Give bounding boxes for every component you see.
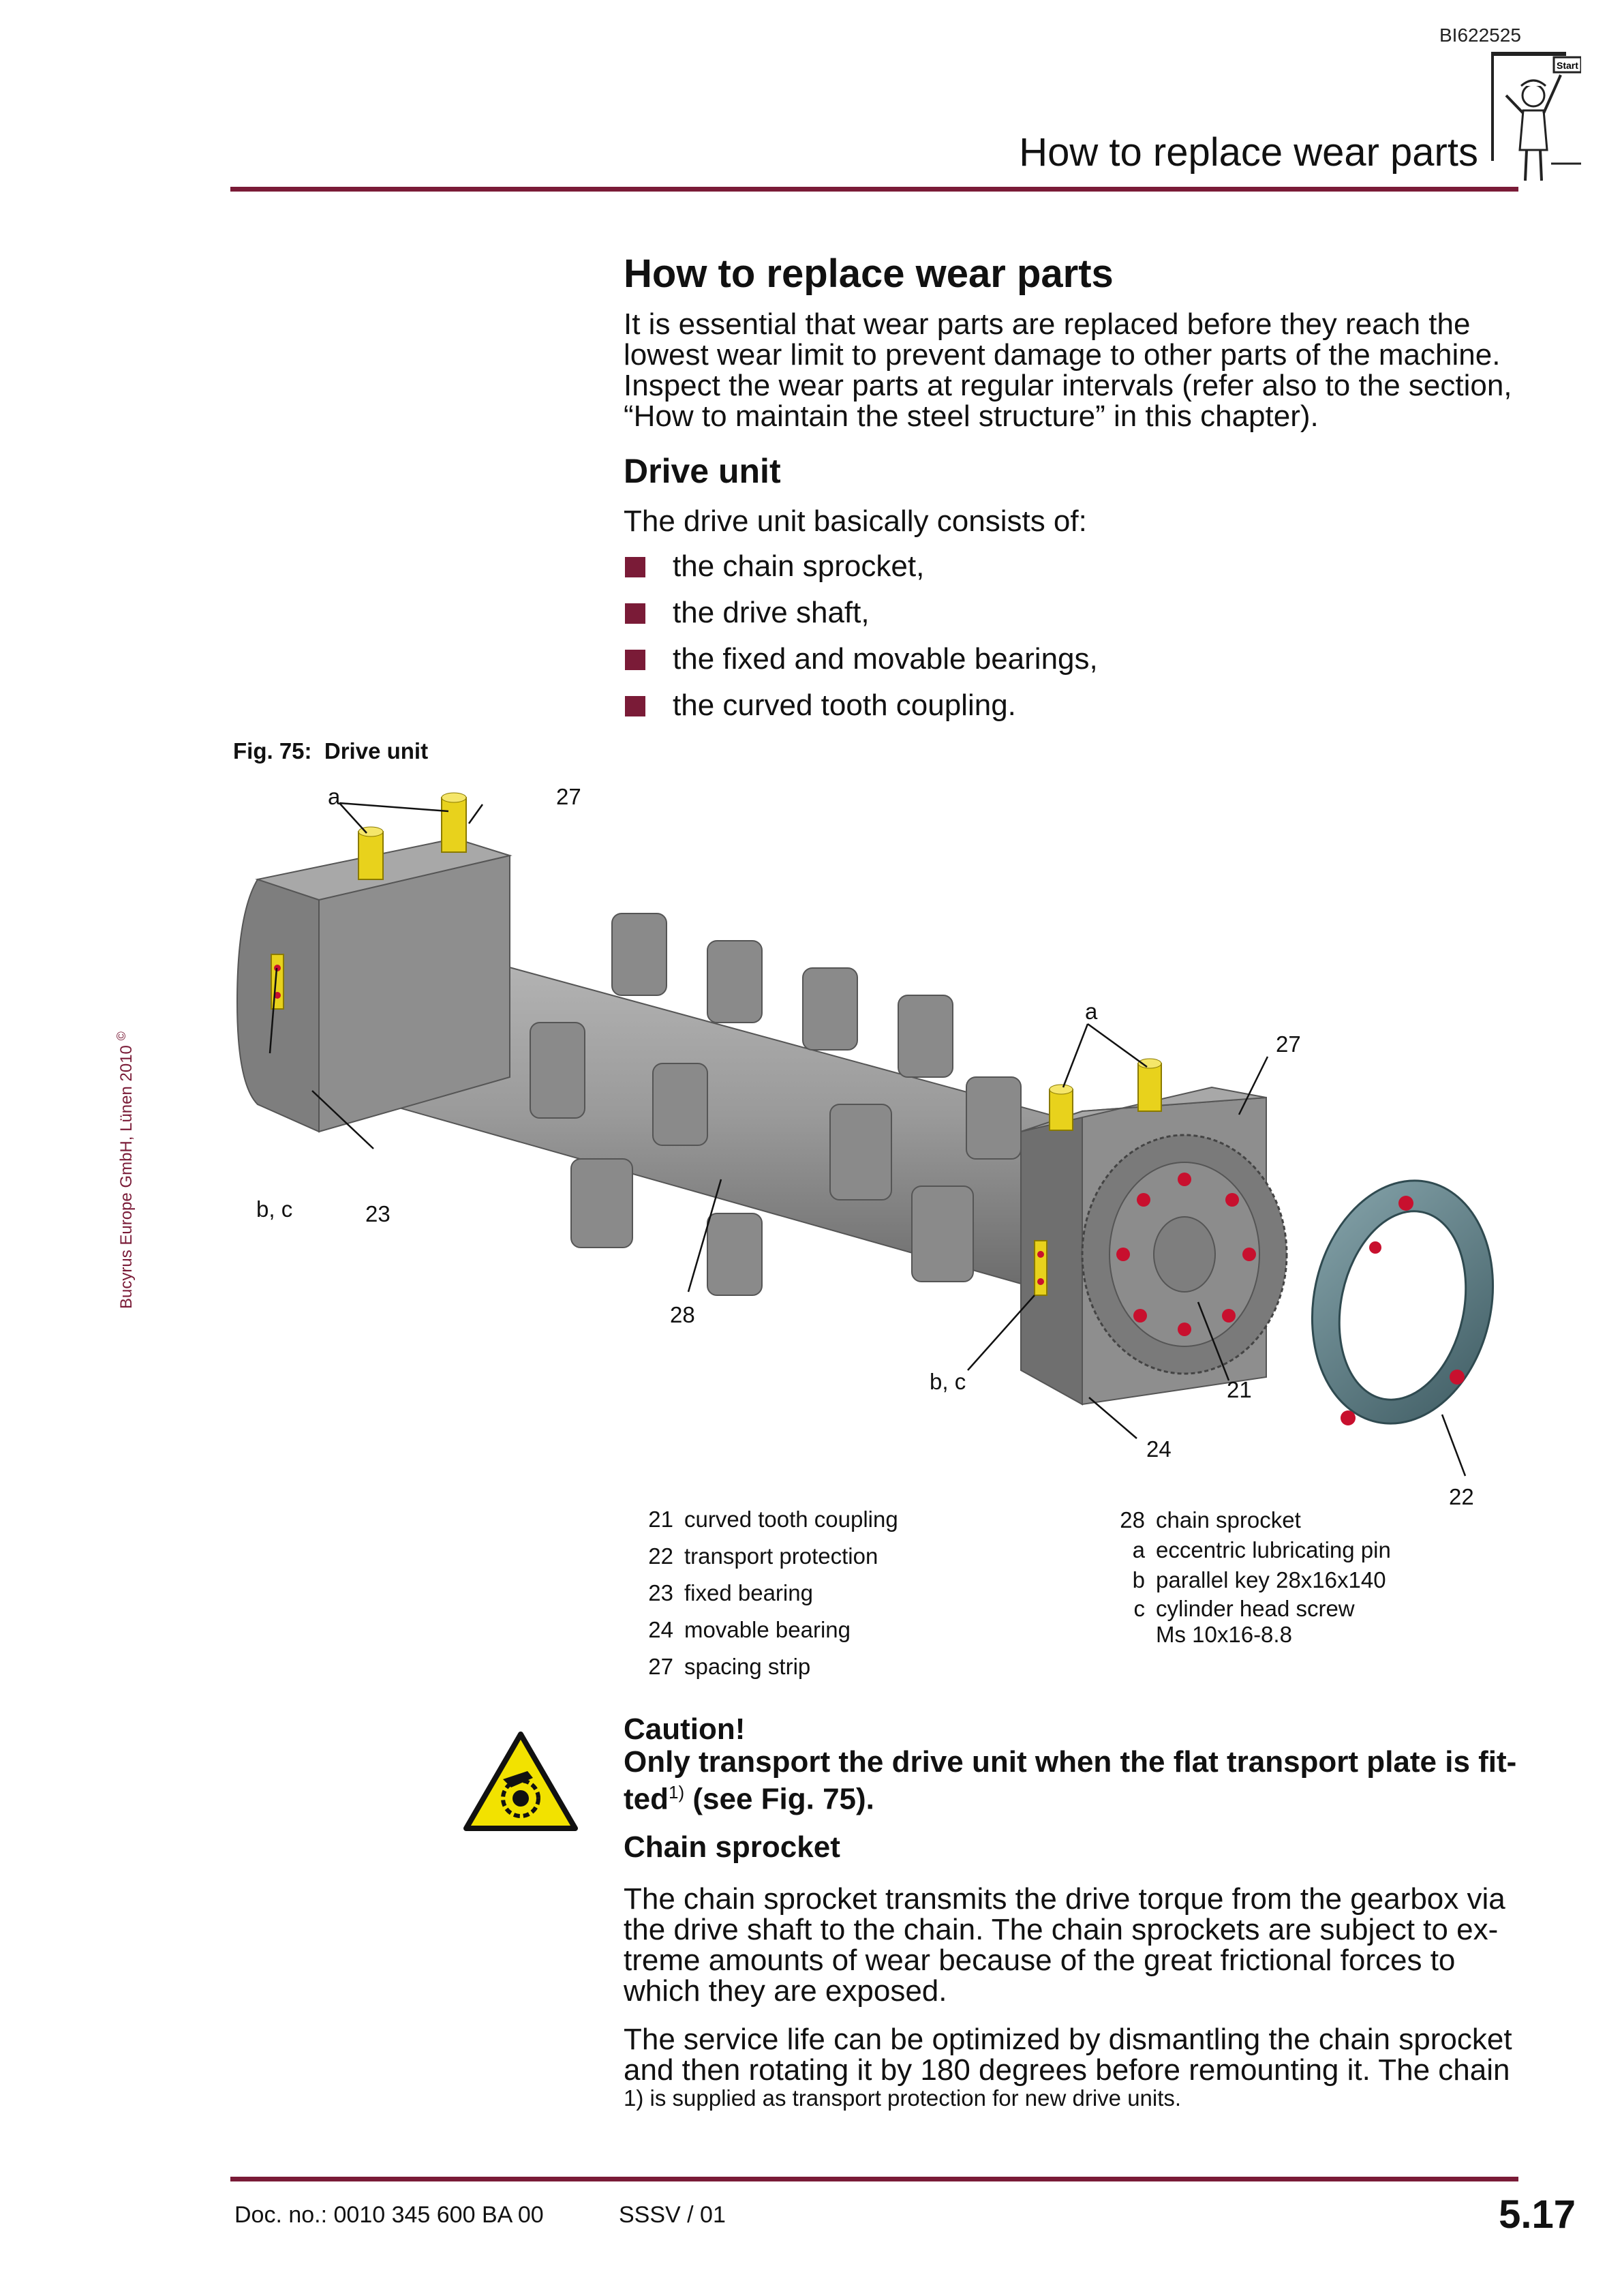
- figure-caption: Fig. 75: Drive unit: [233, 738, 428, 764]
- drive-unit-lead: The drive unit basically consists of:: [624, 504, 1087, 538]
- fixed-bearing: [236, 792, 512, 1133]
- parallel-key: [271, 954, 284, 1010]
- drive-unit-illustration: a 27 b, c 23 28 a 27 b, c 21 24 22: [236, 784, 1495, 1509]
- callout-23: 23: [365, 1201, 391, 1226]
- movable-bearing: [1020, 1058, 1288, 1406]
- section-title: How to replace wear parts: [624, 252, 1114, 296]
- leader-lines: [269, 802, 1467, 1477]
- drive-unit-title: Drive unit: [624, 452, 781, 490]
- hand-crush-warning-icon: [463, 1732, 578, 1831]
- section-intro: How to replace wear parts It is essentia…: [624, 251, 1523, 432]
- figure-number: Fig. 75:: [233, 738, 312, 764]
- callout-21: 21: [1227, 1377, 1252, 1402]
- callout-bc-right: b, c: [930, 1369, 966, 1394]
- drive-unit-list: the chain sprocket, the drive shaft, the…: [624, 543, 1523, 729]
- start-worker-icon: Start: [1491, 52, 1581, 181]
- figure-title: Drive unit: [324, 738, 429, 764]
- callout-27-right: 27: [1276, 1031, 1301, 1057]
- bullet-square-icon: [625, 696, 645, 716]
- chain-sprocket: [530, 913, 1022, 1296]
- caution-block: Caution! Only transport the drive unit w…: [624, 1712, 1523, 1815]
- bullet-square-icon: [625, 650, 645, 670]
- bullet-square-icon: [625, 557, 645, 577]
- chain-sprocket-block: Chain sprocket The chain sprocket transm…: [624, 1830, 1523, 2111]
- intro-paragraph: It is essential that wear parts are repl…: [624, 307, 1512, 433]
- list-item: the fixed and movable bearings,: [624, 636, 1523, 682]
- footer-rule: [230, 2177, 1518, 2181]
- transport-protection: [1311, 1179, 1495, 1425]
- drive-unit-block: Drive unit The drive unit basically cons…: [624, 451, 1523, 729]
- lubricating-pin: [1137, 1063, 1162, 1112]
- legend-item: Ms 10x16-8.8: [1156, 1622, 1292, 1647]
- callout-27-left: 27: [556, 784, 581, 809]
- callout-a-right: a: [1085, 999, 1098, 1024]
- side-copyright: Bucyrus Europe GmbH, Lünen 2010 ©: [114, 1031, 136, 1309]
- bullet-square-icon: [625, 603, 645, 624]
- callout-a-left: a: [328, 784, 341, 809]
- header-title: How to replace wear parts: [1019, 130, 1478, 175]
- lubricating-pin: [358, 831, 384, 880]
- parallel-key: [1034, 1240, 1047, 1296]
- list-item: the chain sprocket,: [624, 543, 1523, 590]
- copyright-symbol: ©: [114, 1031, 128, 1041]
- chain-sprocket-title: Chain sprocket: [624, 1830, 840, 1864]
- caution-text: Only transport the drive unit when the f…: [624, 1745, 1517, 1816]
- footer-series: SSSV / 01: [619, 2202, 726, 2228]
- list-item: the curved tooth coupling.: [624, 682, 1523, 729]
- caution-title: Caution!: [624, 1712, 746, 1746]
- callout-bc-left: b, c: [256, 1196, 292, 1222]
- copyright-text: Bucyrus Europe GmbH, Lünen 2010: [117, 1045, 136, 1309]
- lubricating-pin: [1049, 1089, 1073, 1131]
- callout-28: 28: [670, 1302, 695, 1327]
- list-item: the drive shaft,: [624, 590, 1523, 636]
- callout-24: 24: [1146, 1436, 1172, 1462]
- header-rule: [230, 187, 1518, 192]
- page-number: 5.17: [1499, 2192, 1576, 2237]
- footnote: 1) is supplied as transport protection f…: [624, 2085, 1182, 2111]
- chain-sprocket-para1: The chain sprocket transmits the drive t…: [624, 1882, 1505, 2008]
- start-label: Start: [1557, 60, 1578, 71]
- chain-sprocket-para2: The service life can be optimized by dis…: [624, 2023, 1512, 2087]
- footer-doc-no: Doc. no.: 0010 345 600 BA 00: [234, 2202, 544, 2228]
- document-id: BI622525: [1439, 25, 1521, 46]
- curved-tooth-coupling: [1081, 1134, 1288, 1375]
- lubricating-pin: [441, 797, 467, 853]
- callout-22: 22: [1449, 1484, 1474, 1509]
